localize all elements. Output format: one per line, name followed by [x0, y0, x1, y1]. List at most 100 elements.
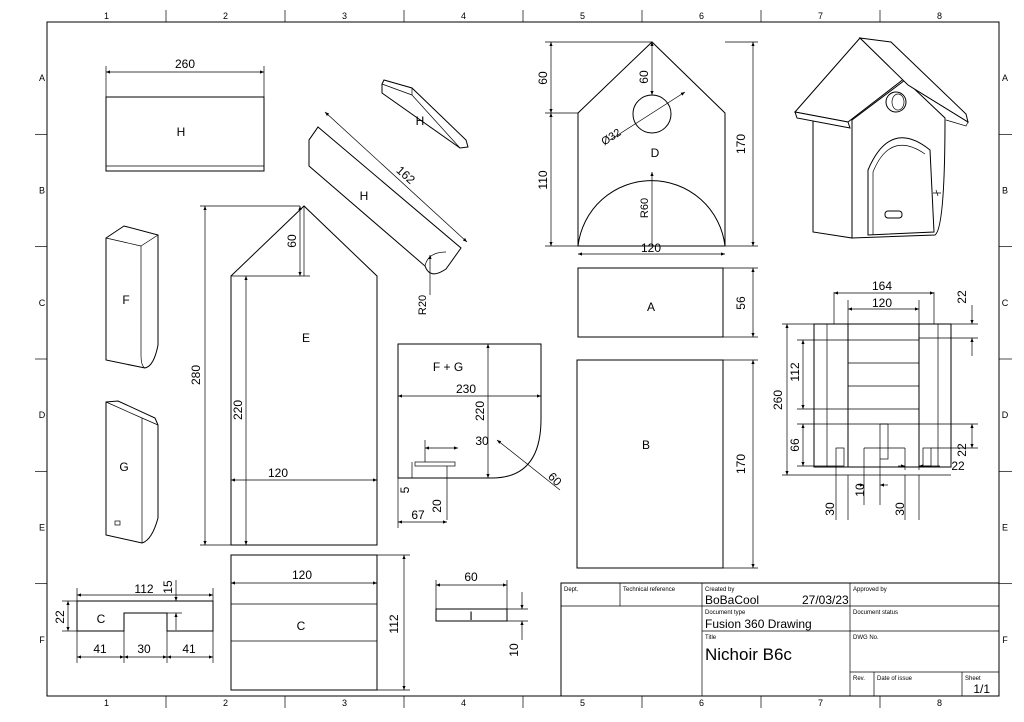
fg-dim-67: 67 [411, 508, 425, 522]
grid-column-label: 1 [104, 698, 109, 708]
h-side-radius: R20 [417, 295, 429, 315]
grid-column-label: 7 [818, 11, 823, 21]
tb-tech-ref-label: Technical reference [623, 587, 676, 593]
f-label: F [122, 293, 129, 307]
front-dim-22-bot: 22 [951, 459, 965, 473]
tb-created-date: 27/03/23 [802, 593, 849, 607]
fg-dim-radius: 60 [545, 469, 565, 489]
b-label: B [642, 438, 650, 452]
grid-row-label: A [39, 73, 45, 83]
grid-row-label: F [39, 635, 45, 645]
tb-dept-label: Dept. [564, 587, 579, 593]
part-h-side: 162 H R20 [308, 111, 468, 315]
front-dim-10: 10 [853, 483, 867, 497]
tb-dwg-no-label: DWG No. [853, 635, 879, 641]
grid-column-label: 8 [937, 11, 942, 21]
d-dim-170: 170 [734, 134, 748, 154]
tb-date-issue-label: Date of issue [877, 676, 913, 682]
d-dim-hole: Ø32 [599, 127, 623, 148]
part-b: 170 B [576, 359, 758, 569]
front-dim-22-top: 22 [955, 290, 969, 304]
c-small-dim-15: 15 [161, 580, 175, 594]
e-dim-width: 120 [268, 466, 288, 480]
title-block: Dept. Technical reference Created by BoB… [560, 582, 1000, 697]
c-small-dim-41-right: 41 [182, 642, 196, 656]
tb-sheet: 1/1 [973, 682, 990, 696]
fg-dim-5: 5 [398, 486, 412, 493]
c-large-label: C [297, 619, 306, 633]
i-label: I [469, 609, 472, 623]
d-dim-peak-left: 60 [536, 71, 550, 85]
fg-dim-notch: 30 [475, 434, 489, 448]
d-dim-width: 120 [641, 241, 661, 255]
part-c-large: 120 112 C [230, 554, 410, 691]
tb-doc-type-label: Document type [705, 610, 746, 616]
fg-label: F + G [433, 360, 463, 374]
grid-column-label: 4 [461, 698, 466, 708]
grid-row-label: E [1002, 523, 1008, 533]
tb-sheet-label: Sheet [965, 676, 981, 682]
c-small-dim-41-left: 41 [93, 642, 107, 656]
front-dim-260: 260 [771, 390, 785, 410]
grid-column-label: 3 [342, 11, 347, 21]
grid-column-label: 1 [104, 11, 109, 21]
grid-row-label: E [39, 523, 45, 533]
grid-column-label: 6 [699, 698, 704, 708]
grid-column-label: 2 [223, 698, 228, 708]
frame-ticks [35, 10, 1012, 708]
tb-created-by-label: Created by [705, 587, 734, 593]
tb-title: Nichoir B6c [705, 645, 792, 664]
part-h-small: H [381, 79, 469, 149]
entrance-hole [632, 94, 672, 134]
grid-column-label: 2 [223, 11, 228, 21]
c-large-dim-width: 120 [292, 568, 312, 582]
i-dim-height: 10 [507, 643, 521, 657]
h-small-label: H [416, 114, 425, 128]
part-g: G [105, 400, 159, 544]
tb-doc-status-label: Document status [853, 610, 898, 616]
grid-row-label: D [1002, 410, 1009, 420]
part-e: 280 60 220 120 E [189, 205, 378, 546]
part-d: 60 110 60 Ø32 D R60 170 120 [536, 41, 758, 256]
front-dim-30-left: 30 [823, 502, 837, 516]
h-top-dim: 260 [175, 57, 195, 71]
c-large-dim-height: 112 [387, 614, 401, 633]
part-a: 56 A [577, 267, 758, 338]
e-dim-total: 280 [189, 365, 203, 385]
grid-row-label: B [39, 186, 45, 196]
tb-rev-label: Rev. [853, 676, 865, 682]
front-dim-30-right: 30 [893, 502, 907, 516]
c-small-label: C [97, 612, 106, 626]
d-dim-r60: R60 [639, 198, 651, 218]
grid-column-label: 6 [699, 11, 704, 21]
h-side-dim: 162 [394, 163, 418, 187]
e-dim-side: 220 [231, 400, 245, 420]
front-dim-164: 164 [872, 279, 892, 293]
fg-dim-20: 20 [430, 499, 444, 513]
tb-created-by: BoBaCool [705, 593, 759, 607]
grid-column-label: 5 [580, 11, 585, 21]
grid-column-label: 5 [580, 698, 585, 708]
part-f: F [105, 225, 159, 369]
front-view: 164 120 22 260 112 66 22 22 10 [771, 279, 978, 520]
b-dim-height: 170 [734, 454, 748, 474]
grid-column-label: 4 [461, 11, 466, 21]
front-dim-66: 66 [788, 438, 802, 452]
a-label: A [647, 300, 655, 314]
grid-column-label: 7 [818, 698, 823, 708]
grid-row-label: C [39, 298, 46, 308]
h-side-label: H [360, 189, 369, 203]
tb-title-label: Title [705, 635, 717, 641]
fg-dim-height: 220 [473, 401, 487, 421]
grid-row-label: A [1002, 73, 1008, 83]
d-dim-110: 110 [536, 170, 550, 189]
grid-column-label: 8 [937, 698, 942, 708]
grid-row-label: D [39, 410, 46, 420]
part-h-top: 260 H [105, 57, 265, 172]
c-small-dim-22: 22 [53, 610, 67, 624]
part-c-small: 112 15 22 C 41 30 41 [53, 580, 214, 663]
front-dim-22-mid: 22 [955, 443, 969, 457]
c-small-dim-30: 30 [137, 642, 151, 656]
part-i: 60 10 I [435, 570, 528, 657]
